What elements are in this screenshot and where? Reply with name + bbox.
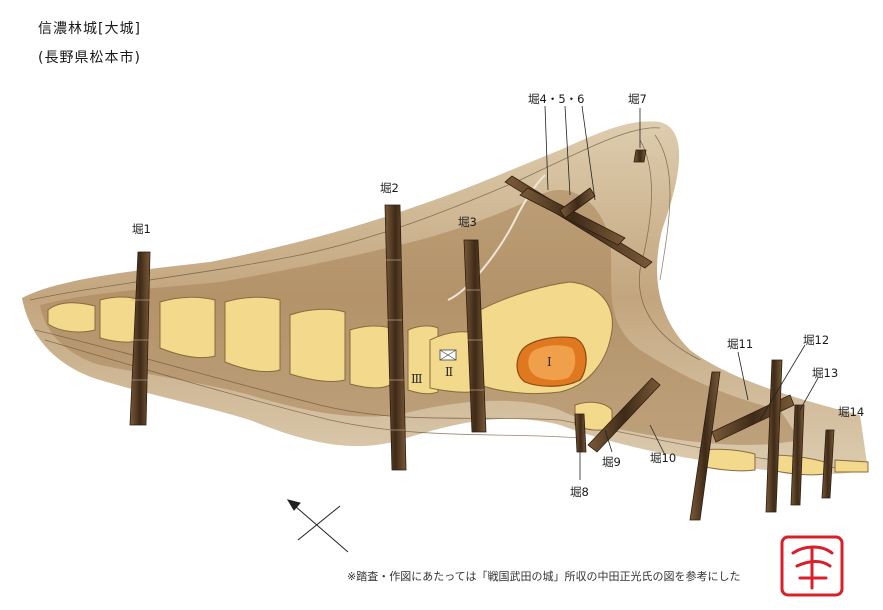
moat-11-label: 堀11 xyxy=(727,337,753,351)
moat-1 xyxy=(129,251,151,426)
moat-6 xyxy=(559,187,596,219)
moat-3-label: 堀3 xyxy=(458,215,477,229)
footnote: ※踏査・作図にあたっては「戦国武田の城」所収の中田正光氏の図を参考にした xyxy=(347,570,741,583)
moat-8-label: 堀8 xyxy=(570,485,589,499)
enclosure-1-label: Ⅰ xyxy=(547,355,552,369)
enclosure-2-label: Ⅱ xyxy=(445,365,453,379)
moat-13 xyxy=(790,404,805,506)
moat-7-label: 堀7 xyxy=(628,92,647,106)
moat-14-label: 堀14 xyxy=(838,405,864,419)
moat-hatching xyxy=(131,259,484,431)
page-title: 信濃林城[大城] xyxy=(38,21,141,37)
moat-9-label: 堀9 xyxy=(602,455,621,469)
moat-7 xyxy=(633,149,647,163)
enclosure-3-label: Ⅲ xyxy=(411,372,423,386)
moat-5 xyxy=(519,187,626,246)
moat-4-5-6-label: 堀4・5・6 xyxy=(528,92,584,106)
artist-seal-icon xyxy=(780,535,844,597)
moat-10 xyxy=(689,371,721,521)
moat-8 xyxy=(574,413,587,453)
moat-1-label: 堀1 xyxy=(132,222,151,236)
moat-10-label: 堀10 xyxy=(650,451,676,465)
terraces xyxy=(47,281,869,476)
location-subtitle: (長野県松本市) xyxy=(38,50,141,66)
leader-lines xyxy=(544,105,819,480)
moat-12-label: 堀12 xyxy=(803,333,829,347)
moat-14 xyxy=(821,429,835,499)
moat-2-label: 堀2 xyxy=(380,181,399,195)
core-inner xyxy=(528,345,576,381)
moat-2 xyxy=(384,204,407,471)
moats xyxy=(129,149,835,521)
moat-12 xyxy=(765,359,783,513)
moat-3 xyxy=(463,239,487,433)
moat-13-label: 堀13 xyxy=(812,366,838,380)
north-arrow-icon xyxy=(286,499,349,553)
